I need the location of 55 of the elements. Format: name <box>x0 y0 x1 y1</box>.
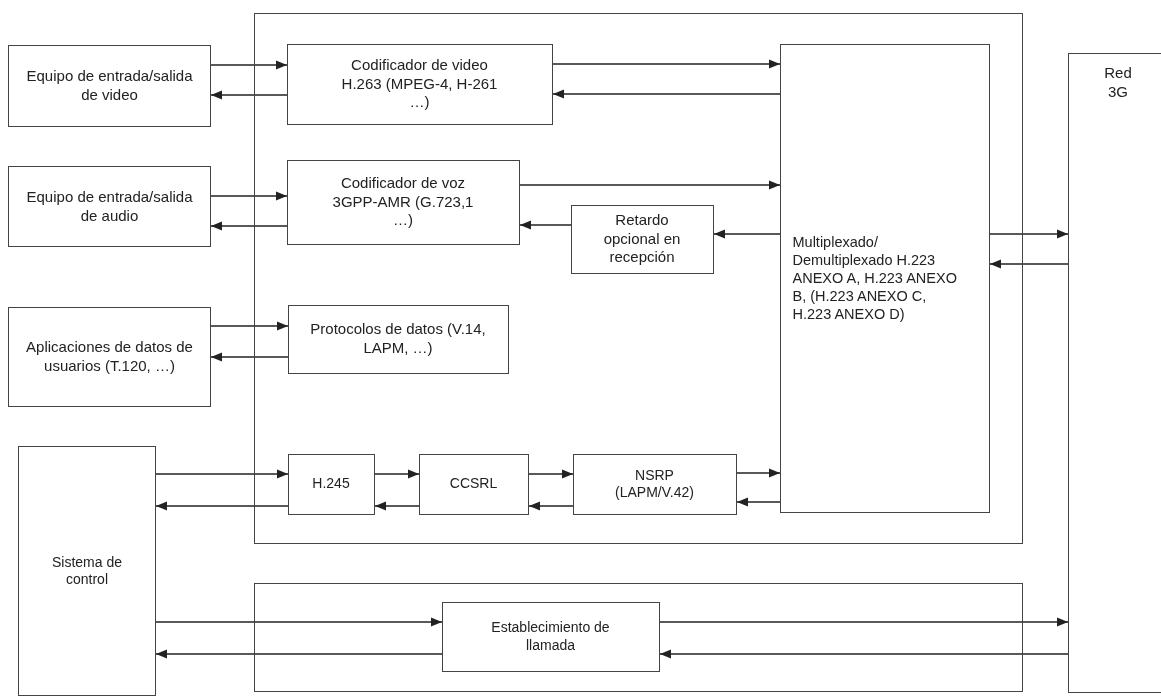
process-box <box>441 601 660 672</box>
arrow <box>736 468 781 478</box>
process-box <box>570 204 714 274</box>
arrow <box>210 60 288 70</box>
arrow <box>155 649 443 659</box>
box-label: Aplicaciones de datos de usuarios (T.120, …) <box>25 338 194 376</box>
arrow <box>155 617 443 627</box>
process-box <box>779 43 990 513</box>
box-label: Equipo de entrada/salida de audio <box>25 187 194 226</box>
arrow <box>519 180 781 190</box>
arrow <box>552 89 781 99</box>
arrow <box>210 221 288 231</box>
process-box <box>287 453 375 515</box>
box-label: Sistema de control <box>50 553 123 589</box>
arrow <box>210 352 289 362</box>
arrow <box>713 229 781 239</box>
arrow <box>374 501 420 511</box>
process-box <box>418 453 529 515</box>
box-label: H.245 <box>311 475 351 493</box>
box-label: Codificador de video H.263 (MPEG-4, H-261 …) <box>340 55 499 113</box>
arrow <box>659 617 1069 627</box>
box-label: Retardo opcional en recepción <box>602 210 682 268</box>
container-box <box>254 13 1023 544</box>
arrow <box>210 90 288 100</box>
container-box <box>254 583 1023 692</box>
arrow <box>210 191 288 201</box>
block-description: Multiplexado/ Demultiplexado H.223 ANEXO A, H.223 ANEXO B, (H.223 ANEXO C, H.223 ANEXO D) <box>791 232 958 324</box>
process-box <box>1068 53 1161 693</box>
process-box <box>8 166 211 247</box>
box-label: Codificador de voz 3GPP-AMR (G.723,1 …) <box>331 173 475 231</box>
box-label: NSRP (LAPM/V.42) <box>614 466 695 502</box>
arrow <box>528 501 574 511</box>
process-box <box>8 307 211 407</box>
process-box <box>8 45 211 127</box>
arrow <box>519 220 572 230</box>
arrow <box>528 469 574 479</box>
arrow <box>374 469 420 479</box>
arrow <box>736 497 781 507</box>
box-label: CCSRL <box>448 475 499 493</box>
arrow <box>989 259 1069 269</box>
arrow <box>155 501 289 511</box>
arrow <box>989 229 1069 239</box>
box-label: Establecimiento de llamada <box>490 619 611 654</box>
arrow <box>659 649 1069 659</box>
process-box <box>287 304 509 374</box>
process-box <box>572 453 737 515</box>
process-box <box>286 43 553 125</box>
box-label: Red 3G <box>1103 64 1133 102</box>
arrow <box>552 59 781 69</box>
arrow <box>210 321 289 331</box>
box-label: Protocolos de datos (V.14, LAPM, …) <box>309 320 487 358</box>
arrow <box>155 469 289 479</box>
process-box <box>18 446 156 696</box>
process-box <box>286 159 520 245</box>
box-label: Equipo de entrada/salida de video <box>25 67 194 105</box>
